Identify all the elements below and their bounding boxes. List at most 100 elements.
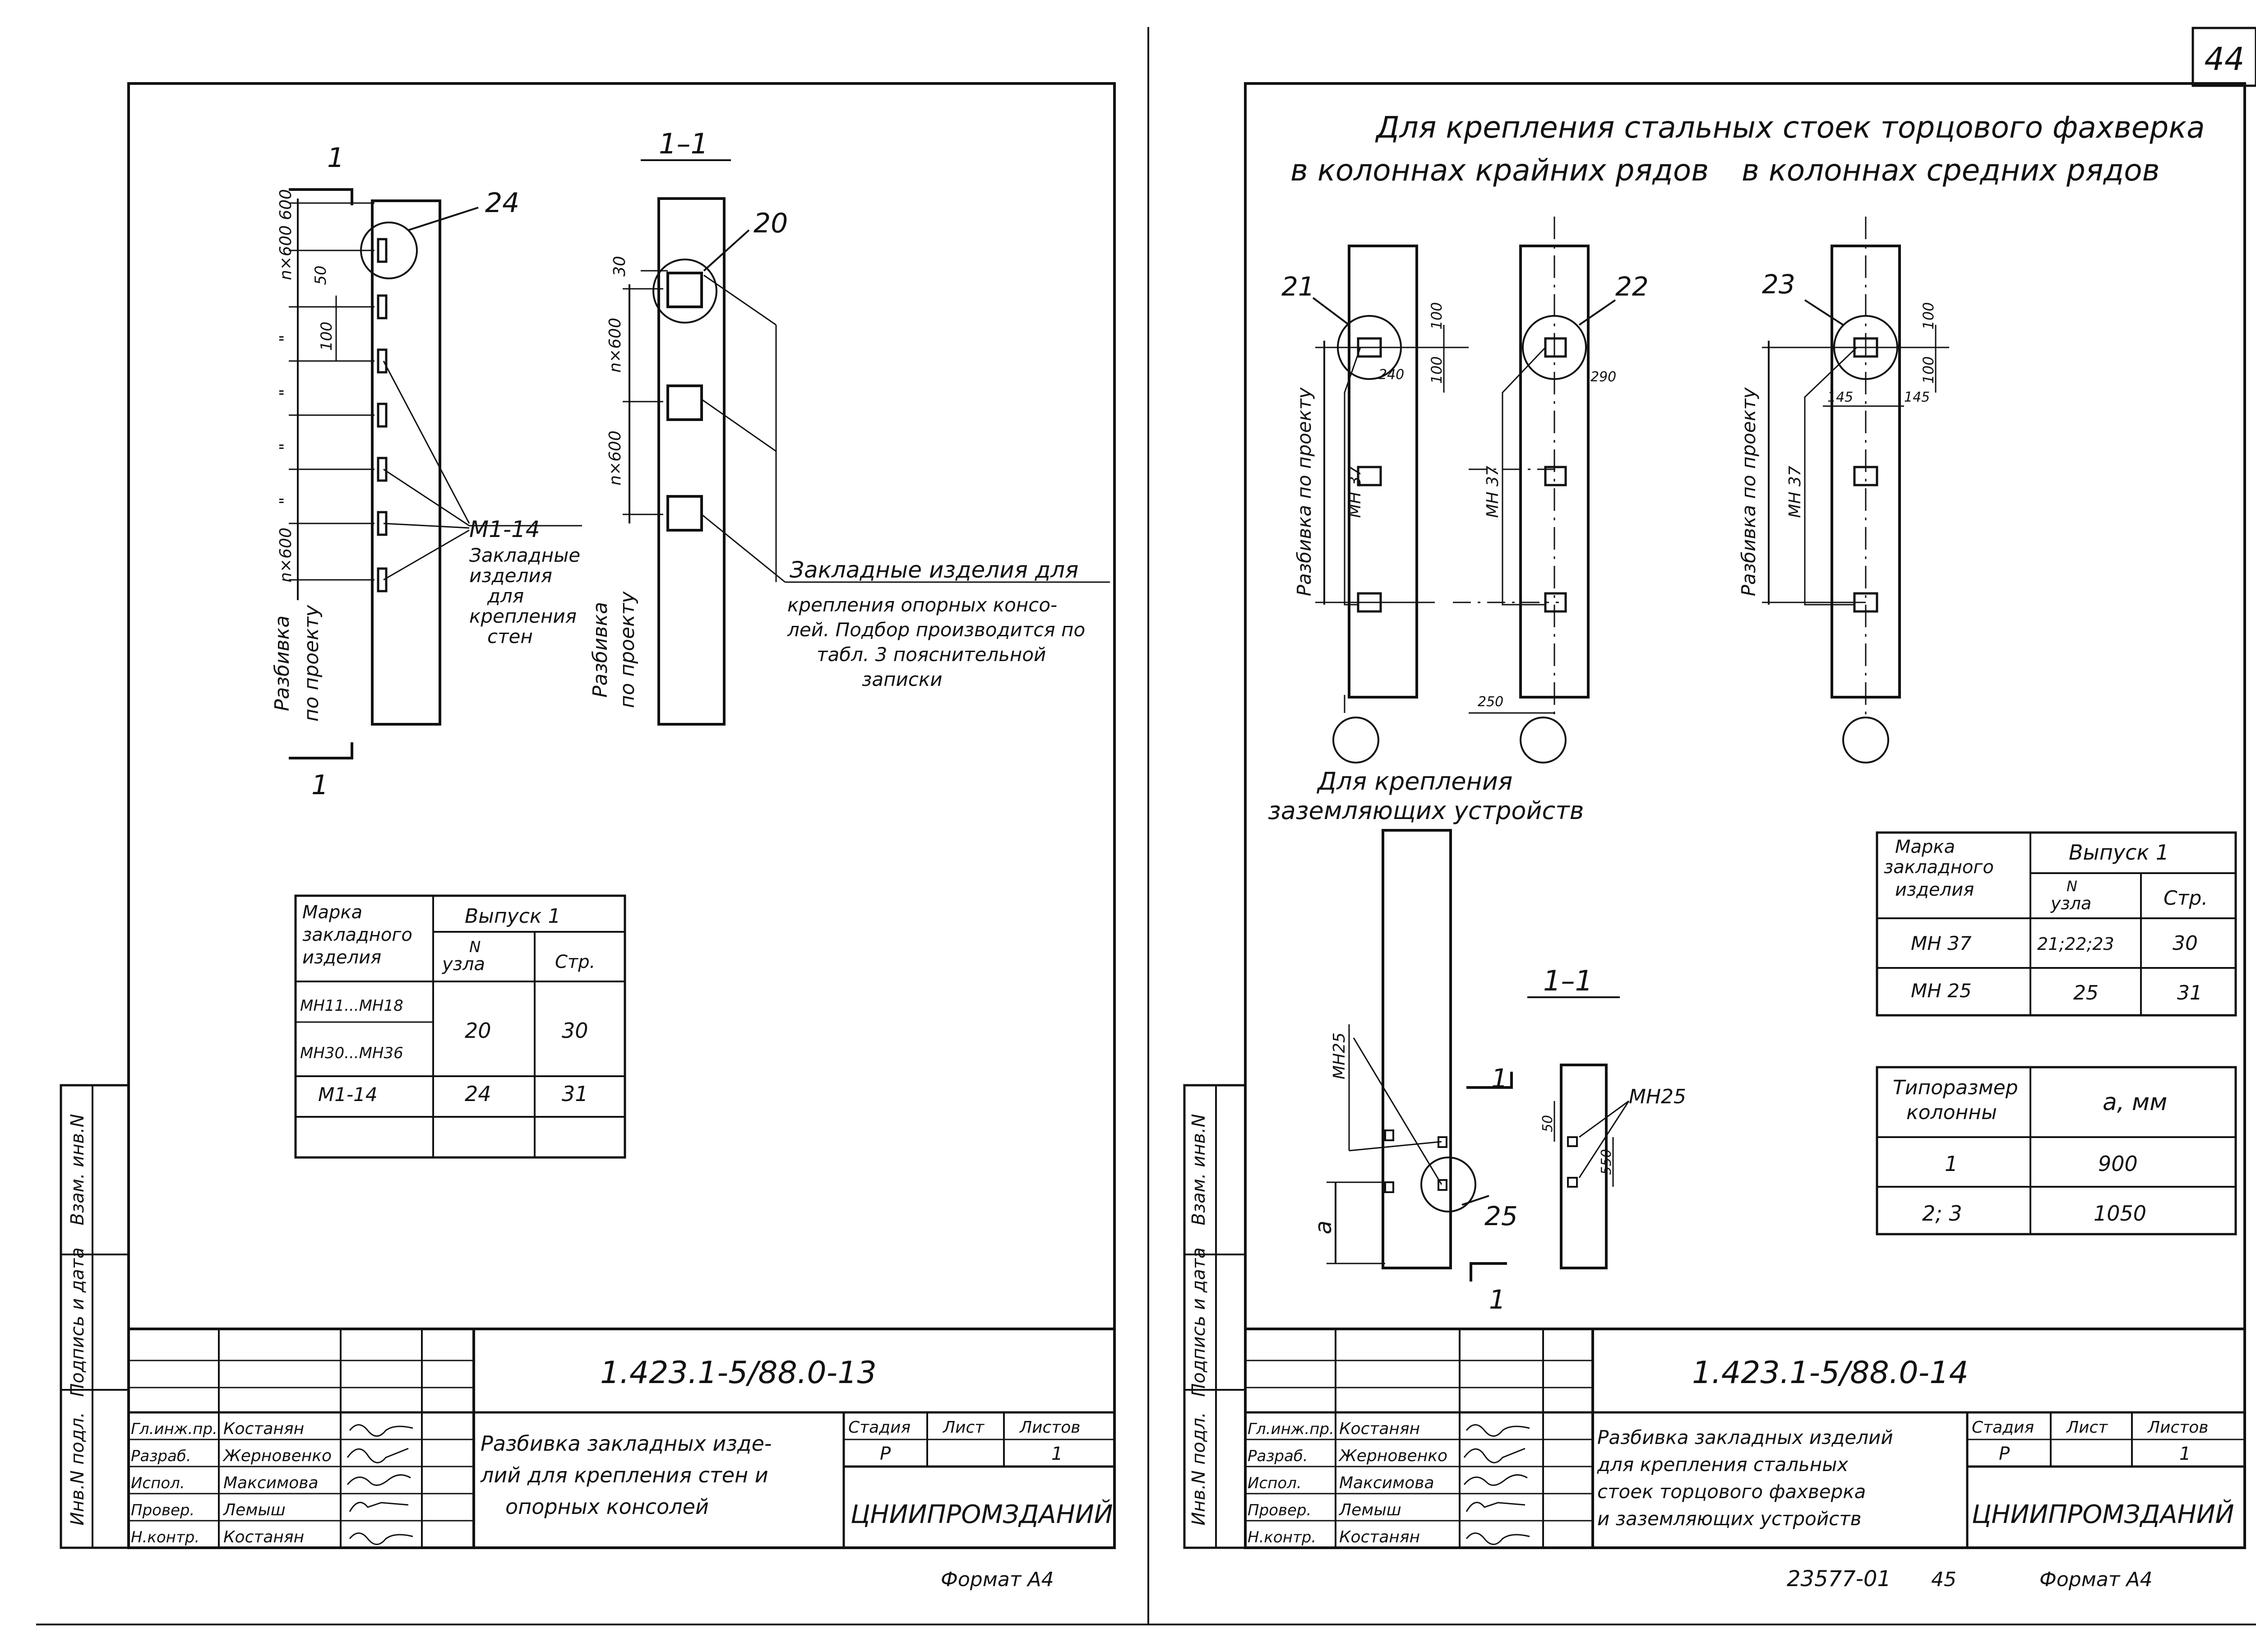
r-role-1: Разраб.	[1248, 1447, 1308, 1465]
r-listov-label: Листов	[2147, 1418, 2208, 1437]
r-sign-3	[1465, 1502, 1526, 1512]
section-mark-right-b: 1	[1489, 1284, 1506, 1315]
r-role-3: Провер.	[1248, 1501, 1311, 1519]
r-org: ЦНИИПРОМЗДАНИЙ	[1972, 1500, 2234, 1529]
dim-nx600-b: n×600	[606, 430, 624, 486]
heading-line2b: в колоннах средних рядов	[1742, 153, 2159, 188]
r-desc-3: стоек торцового фахверка	[1597, 1481, 1866, 1503]
side-label-podpis: Подпись и дата	[67, 1247, 88, 1397]
rt-row1-str: 30	[2173, 932, 2198, 955]
dim-290: 290	[1590, 369, 1616, 385]
detail-circle-20	[652, 259, 717, 324]
rt-h-uzla: узла	[2050, 893, 2091, 913]
rt-h-str: Стр.	[2164, 887, 2208, 910]
l-sign-1	[347, 1448, 409, 1463]
r-side-label-inv: Инв.N подл.	[1188, 1412, 1209, 1526]
section-1-1-title: 1–1	[659, 127, 708, 160]
mh37-c: МН 37	[1786, 466, 1804, 518]
side-label-vzam: Взам. инв.N	[67, 1114, 88, 1225]
leader-22: 22	[1615, 271, 1649, 302]
dim-ditto-4: "	[277, 497, 295, 505]
r-sign-4	[1465, 1532, 1530, 1545]
left-title-block: 1.423.1-5/88.0-13 Гл.инж.пр. Разраб. Исп…	[127, 1328, 1116, 1549]
dim-100-a: 100	[1428, 302, 1445, 329]
zakl-desc-1: Закладные изделия для	[790, 557, 1078, 583]
r-desc-4: и заземляющих устройств	[1597, 1508, 1861, 1530]
dim-nx600-bottom: n×600	[277, 528, 295, 583]
l-role-3: Провер.	[131, 1501, 194, 1519]
left-doc-code: 1.423.1-5/88.0-13	[600, 1355, 877, 1391]
l-stadia: Р	[880, 1444, 891, 1464]
right-doc-code: 1.423.1-5/88.0-14	[1692, 1355, 1969, 1391]
l-role-1: Разраб.	[131, 1447, 191, 1465]
right-sheet: Взам. инв.N Подпись и дата Инв.N подл. Д…	[1183, 82, 2246, 1592]
razbivka-left-1: Разбивка	[271, 615, 294, 711]
l-name-0: Костанян	[223, 1420, 304, 1438]
lt-h-uzla: узла	[442, 954, 485, 975]
l-role-0: Гл.инж.пр.	[131, 1420, 217, 1438]
dim-100-b: 100	[1428, 356, 1445, 384]
r-sign-1	[1463, 1448, 1526, 1463]
m1-desc-2: изделия	[469, 565, 552, 587]
dim-ditto-2: "	[277, 389, 295, 397]
right-format: Формат А4	[2039, 1568, 2153, 1591]
dim-145-b: 145	[1904, 389, 1930, 405]
lt-h-mark-1: Марка	[302, 902, 362, 923]
right-size-table: Типоразмер колонны a, мм 1 900 2; 3 1050	[1876, 1066, 2237, 1236]
dim-145-a: 145	[1827, 389, 1853, 405]
zakl-desc-4: табл. 3 пояснительной	[817, 643, 1046, 666]
lt-h-mark-2: закладного	[302, 925, 412, 945]
lt-h-mark-3: изделия	[302, 947, 381, 968]
leader-24: 24	[485, 187, 519, 219]
rt-h-mark-1: Марка	[1895, 837, 1955, 857]
grounding-line2: заземляющих устройств	[1268, 796, 1584, 825]
r-stadia: Р	[1999, 1444, 2010, 1464]
rt-row2-mark: МН 25	[1911, 980, 1972, 1002]
zakl-desc-2: крепления опорных консо-	[787, 594, 1057, 616]
l-name-1: Жерновенко	[222, 1447, 332, 1465]
wall-embeds	[377, 238, 388, 592]
razbivka-left-2: по проекту	[300, 605, 323, 722]
rt-row1-uzel: 21;22;23	[2037, 934, 2114, 954]
dim-50-right: 50	[1540, 1115, 1556, 1132]
rt2-h-type-2: колонны	[1906, 1101, 1997, 1124]
r-name-4: Костанян	[1339, 1528, 1420, 1546]
heading-line1: Для крепления стальных стоек торцового ф…	[1375, 110, 2205, 145]
dim-nx600-a: n×600	[606, 318, 624, 373]
column-1-elevation	[371, 199, 441, 726]
l-sign-4	[349, 1532, 413, 1545]
l-name-3: Лемыш	[222, 1501, 286, 1519]
archive-number: 23577-01	[1787, 1566, 1891, 1592]
column-21	[1348, 245, 1418, 699]
section-mark-bottom: 1	[311, 769, 328, 801]
l-desc-1: Разбивка закладных изде-	[481, 1431, 772, 1456]
lt-row2-uzel: 20	[465, 1018, 491, 1043]
rt-h-n: N	[2066, 878, 2077, 895]
r-role-0: Гл.инж.пр.	[1248, 1420, 1334, 1438]
leader-20: 20	[754, 208, 788, 239]
l-sign-2	[347, 1474, 411, 1486]
rt2-h-type-1: Типоразмер	[1893, 1076, 2018, 1099]
dim-550: 550	[1599, 1149, 1614, 1175]
l-desc-3: опорных консолей	[505, 1495, 709, 1519]
left-embed-table: Марка закладного изделия Выпуск 1 N узла…	[294, 894, 626, 1159]
razbivka-right-2: Разбивка по проекту	[1738, 387, 1760, 597]
lt-row2-str: 30	[562, 1018, 588, 1043]
section-mark-right-a: 1	[1491, 1063, 1508, 1094]
m1-desc-5: стен	[487, 625, 533, 648]
dim-100-d: 100	[1920, 356, 1937, 384]
leader-23: 23	[1762, 269, 1795, 300]
left-sheet: Взам. инв.N Подпись и дата Инв.N подл. 1…	[60, 82, 1116, 1591]
lt-h-n: N	[469, 938, 481, 956]
rt2-row2-a: 1050	[2094, 1201, 2146, 1226]
dim-240: 240	[1378, 367, 1404, 383]
rt-h-mark-2: закладного	[1884, 857, 1994, 878]
zakl-desc-3: лей. Подбор производится по	[787, 619, 1085, 641]
l-listov-label: Листов	[1019, 1418, 1080, 1437]
right-side-strip	[1183, 1084, 1247, 1549]
r-side-label-podpis: Подпись и дата	[1188, 1247, 1209, 1397]
rt-h-vypusk: Выпуск 1	[2069, 840, 2169, 865]
l-name-4: Костанян	[223, 1528, 304, 1546]
l-stadia-label: Стадия	[848, 1418, 911, 1437]
